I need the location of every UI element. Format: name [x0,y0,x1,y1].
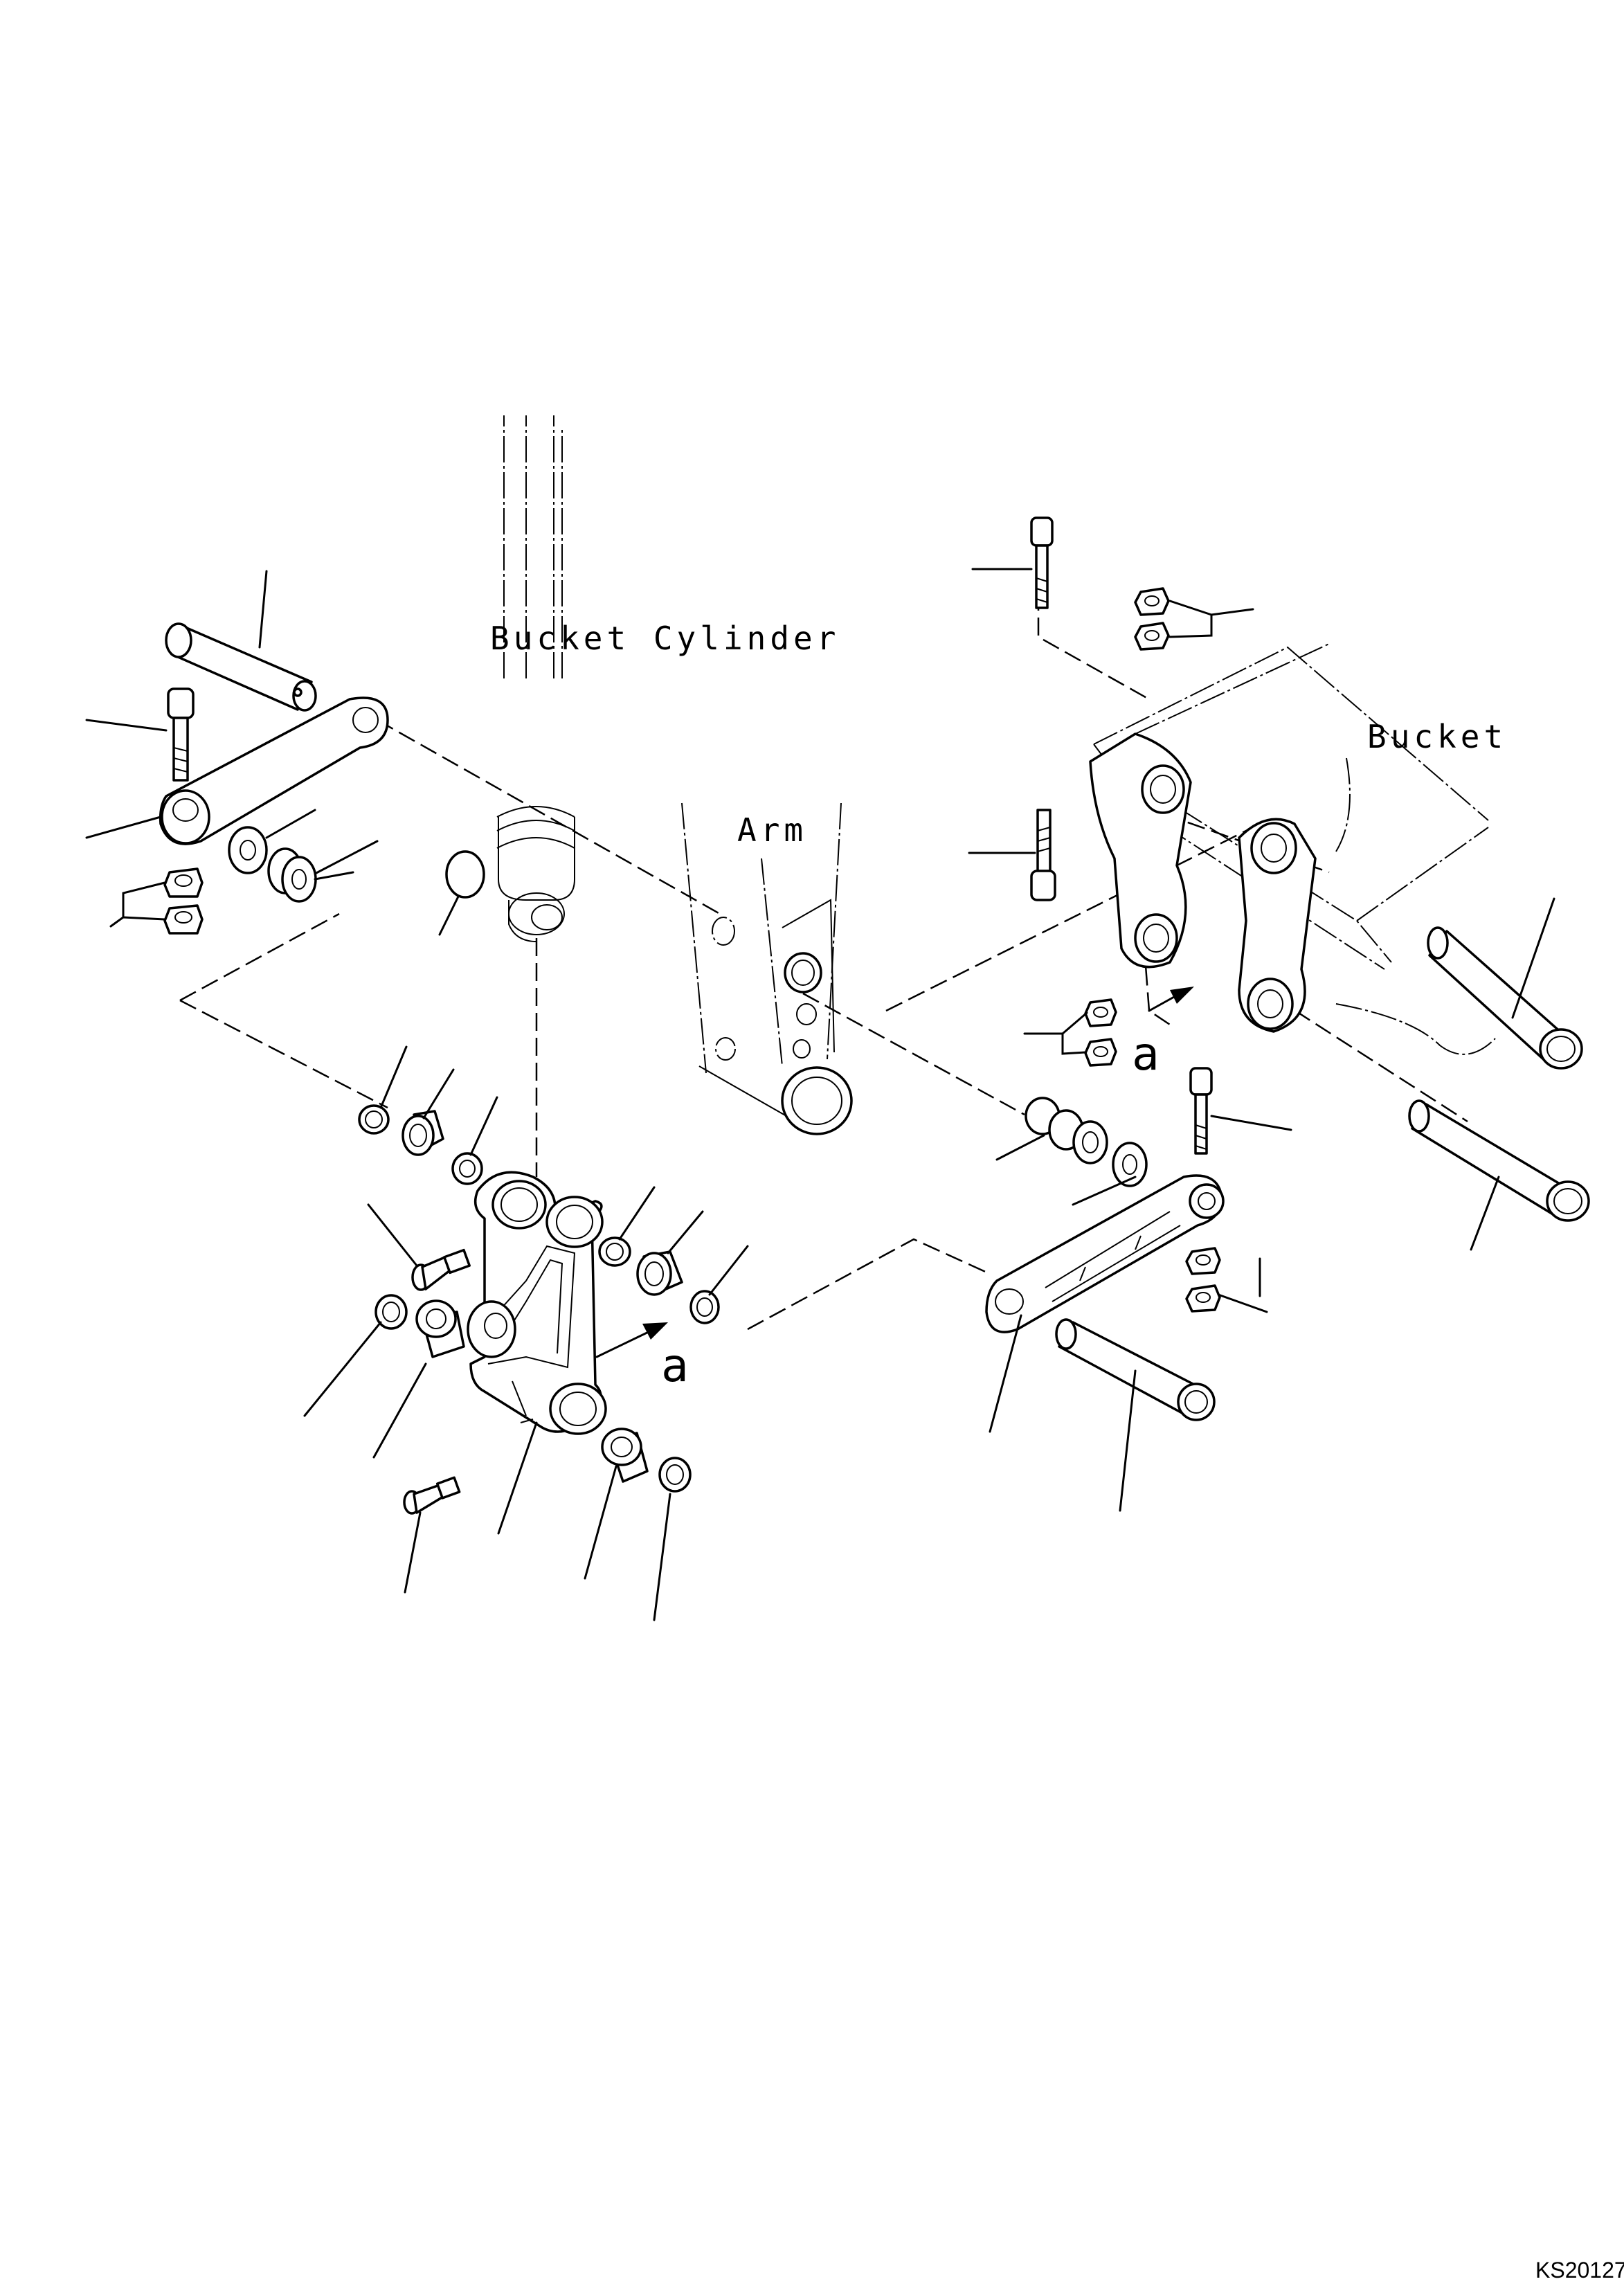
reference-arrow-a-left [595,1322,668,1358]
label-arm: Arm [737,811,807,849]
lower-right-bushing [601,1428,649,1483]
label-bucket-cylinder: Bucket Cylinder [490,620,840,657]
bucket-cylinder [496,415,575,942]
ref-a-left: a [661,1339,689,1392]
right-shim-stack [1025,1097,1108,1164]
lower-right-seal [658,1457,692,1493]
ref-a-right: a [1132,1027,1160,1081]
upper-left-seal [358,1104,390,1135]
reference-arrow-a-right [1148,987,1194,1012]
right-top-bolt [1030,516,1054,609]
upper-right-seal [598,1236,631,1267]
left-bolt [167,687,195,782]
right-shim [1112,1142,1148,1187]
drawing-code: KS201275 [1535,2258,1624,2283]
left-shim-washer-hole [240,840,256,861]
upper-grease-fitting [411,1248,471,1291]
upper-right-ring [689,1290,720,1324]
right-top-nuts [1134,587,1170,651]
left-shim-washer [228,826,268,874]
lower-left-seal [375,1294,408,1330]
lower-left-bushing [415,1299,465,1358]
right-lower-nuts [1185,1247,1221,1313]
bucket-pin-upper [1427,926,1583,1070]
leader-lines [85,568,1555,1621]
lower-grease-fitting [403,1476,461,1515]
label-bucket: Bucket [1367,718,1507,755]
bucket [1089,643,1496,1055]
left-upper-link [159,696,389,845]
left-nuts [163,867,204,935]
upper-right-bushing [636,1250,683,1296]
right-mid-nuts [1084,998,1117,1067]
right-lower-link [985,1174,1225,1333]
upper-left-ring [451,1152,483,1185]
bucket-link [467,1171,607,1435]
bucket-pin-lower [1408,1099,1590,1222]
right-mid-bolt [1030,809,1056,901]
right-side-bolt [1189,1067,1213,1155]
arm [681,802,853,1135]
left-shim-pair [267,847,317,903]
left-pin [165,622,317,712]
upper-left-bushing [402,1110,444,1156]
right-shim-hole [1122,1154,1137,1175]
cylinder-shim [445,850,485,899]
link-pin [1055,1318,1216,1421]
